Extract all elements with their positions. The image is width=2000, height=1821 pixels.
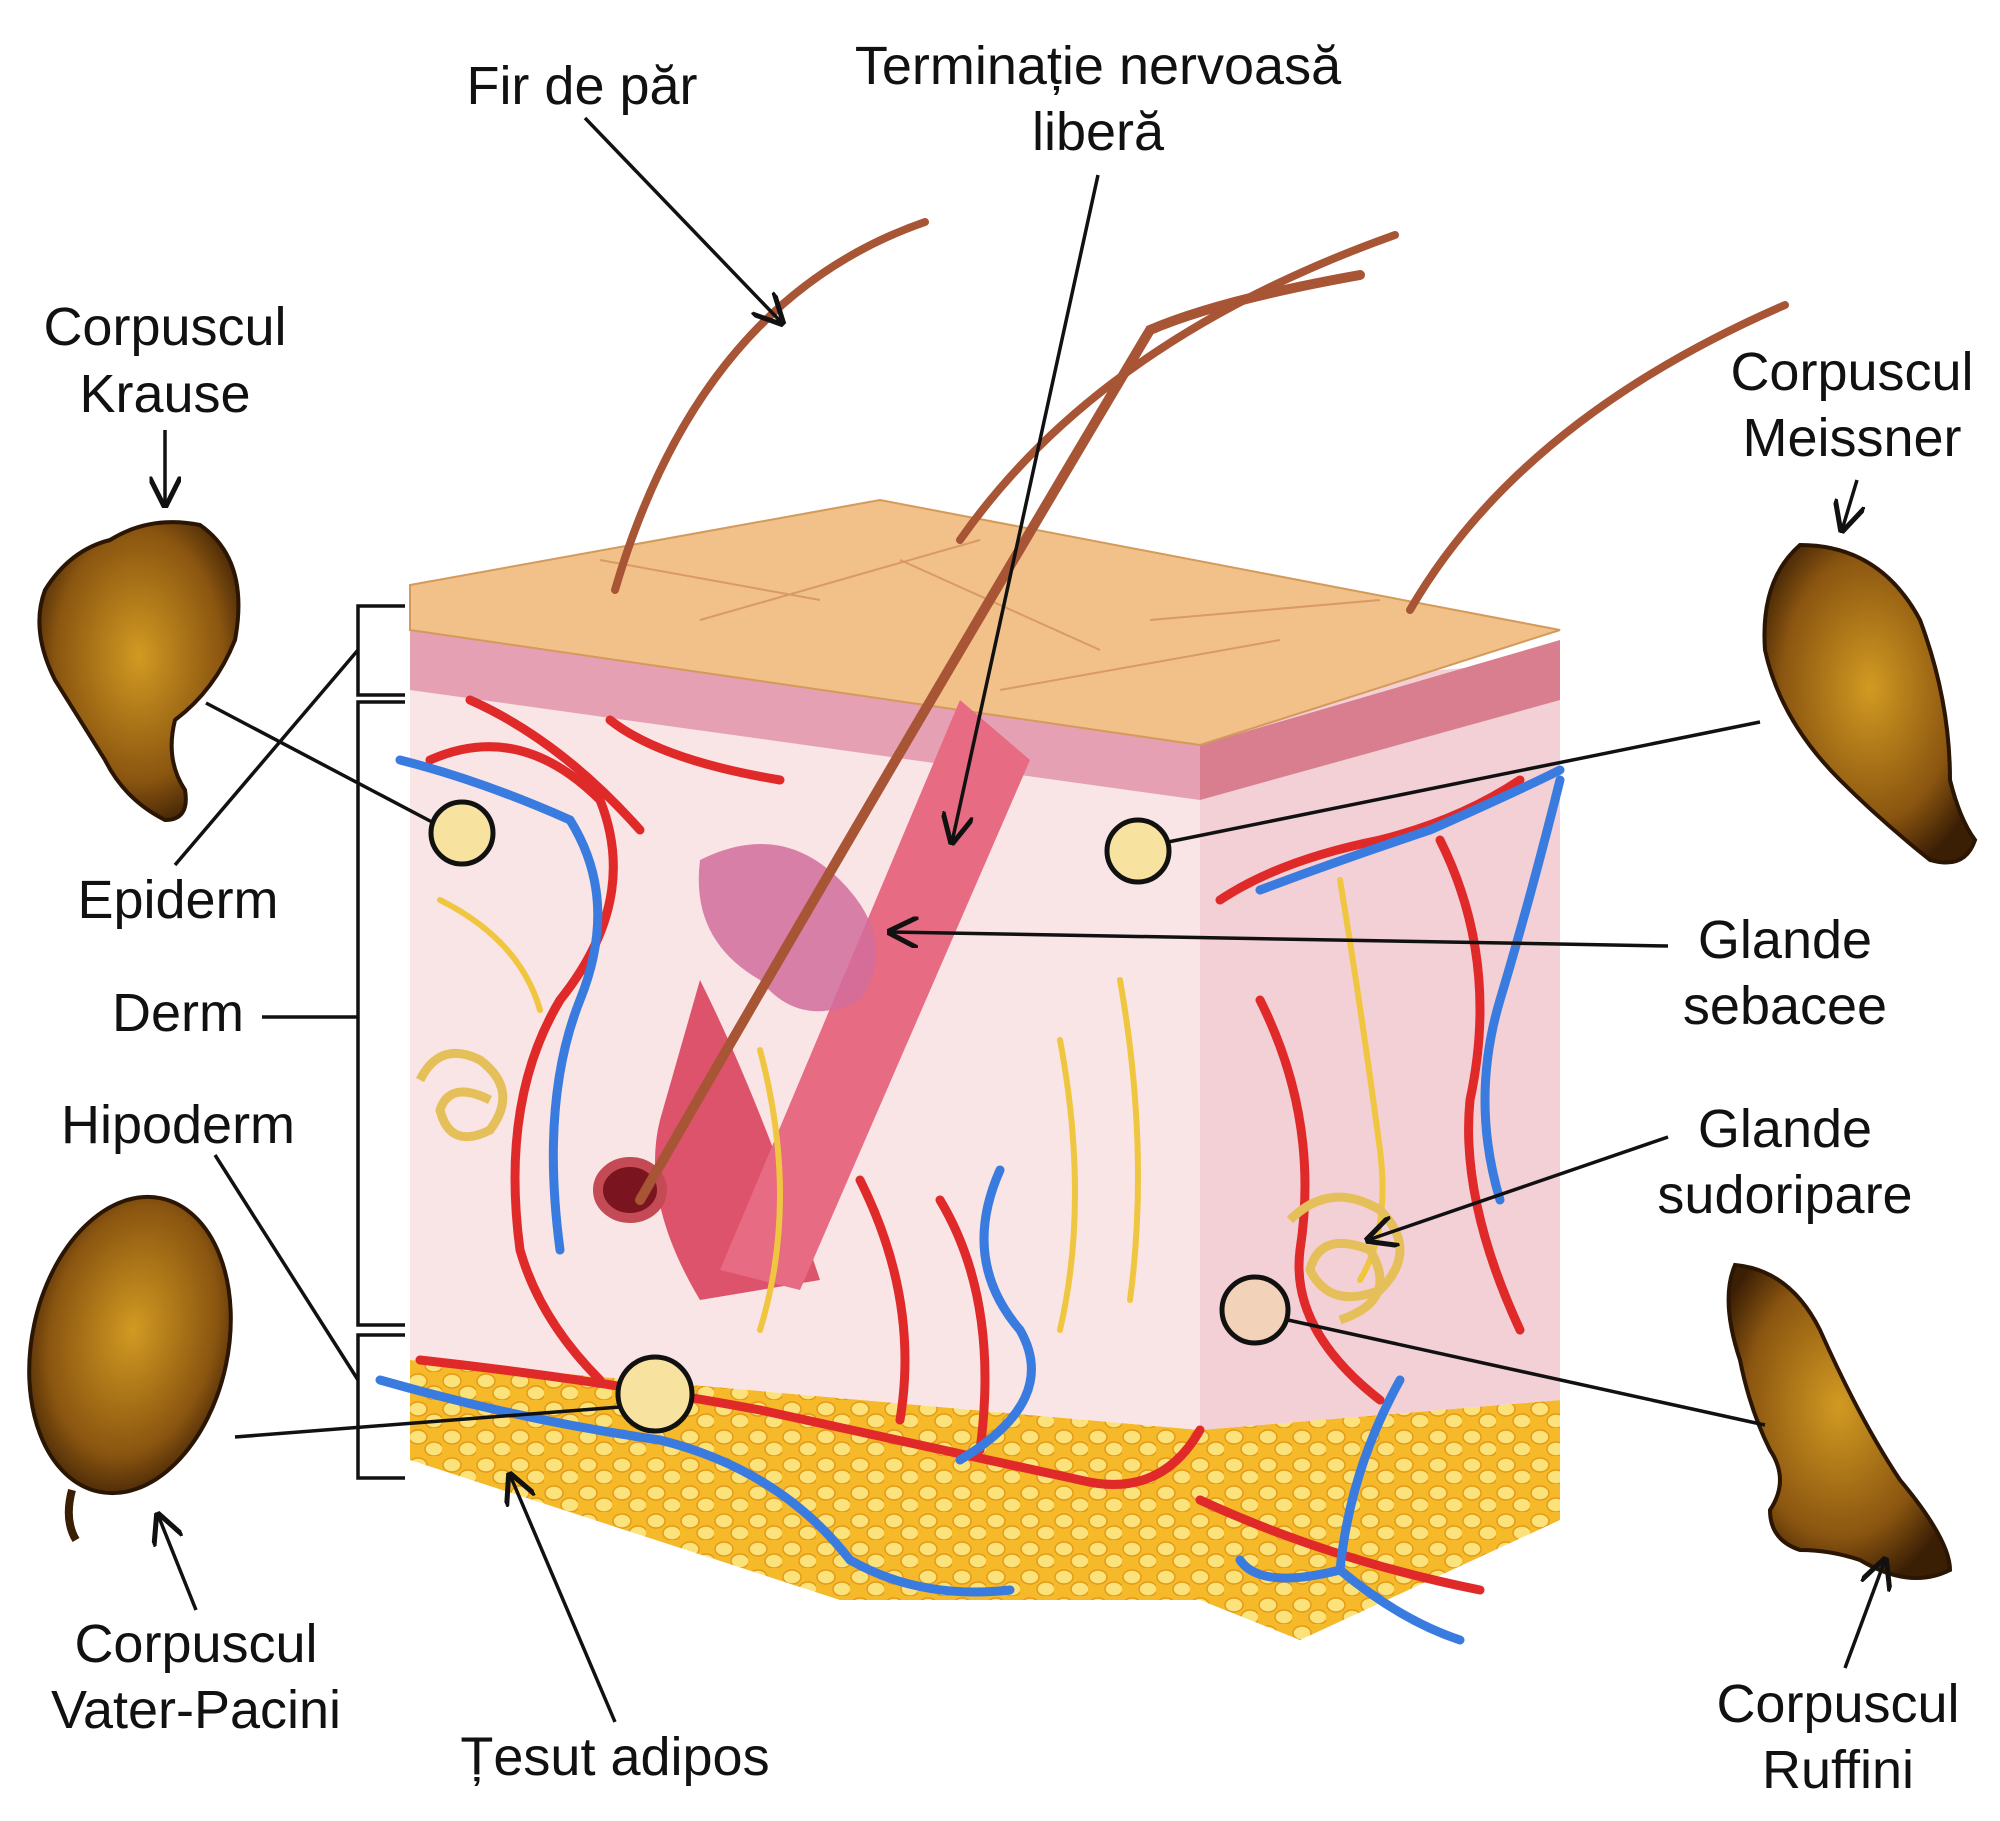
label-hipoderm: Hipoderm (61, 1095, 295, 1155)
line-pacini (234, 1405, 621, 1439)
label-terminatie-line2: liberă (1032, 102, 1165, 162)
skin-block (375, 218, 1789, 1645)
label-fir-de-par: Fir de păr (466, 56, 697, 116)
label-sudoripare-line2: sudoripare (1657, 1165, 1912, 1225)
line-hipoderm (213, 1154, 360, 1381)
pacini-corpuscle-image (27, 1194, 233, 1543)
label-epiderm: Epiderm (77, 870, 278, 930)
line-ruffini (1287, 1318, 1766, 1427)
dermis-side (1200, 660, 1560, 1430)
line-epiderm (173, 648, 360, 867)
label-sebacee-line2: sebacee (1683, 976, 1887, 1036)
meissner-corpuscle-image (1762, 542, 1978, 865)
line-meissner (1167, 720, 1761, 844)
label-ruffini-line1: Corpuscul (1716, 1674, 1959, 1734)
epidermis-side (1200, 640, 1560, 800)
arrow-fir-de-par (583, 116, 782, 323)
arrow-ruffini (1843, 1560, 1885, 1669)
arrow-pacini (158, 1515, 198, 1611)
label-meissner-line1: Corpuscul (1730, 342, 1973, 402)
sweat-gland-left (415, 1048, 508, 1142)
label-terminatie-line1: Terminație nervoasă (855, 36, 1342, 96)
bracket-derm (356, 700, 405, 1327)
label-tesut-adipos: Țesut adipos (460, 1727, 769, 1787)
arrow-meissner (1842, 479, 1857, 530)
hair-2 (956, 231, 1399, 544)
line-krause (205, 701, 433, 824)
label-sudoripare-line1: Glande (1698, 1099, 1872, 1159)
hypodermis-front (410, 1360, 1200, 1600)
label-pacini-line2: Vater-Pacini (51, 1680, 341, 1740)
hair-3 (635, 270, 1365, 1205)
label-derm: Derm (112, 983, 244, 1043)
krause-receptor-circle (428, 799, 496, 867)
arrow-adipos (510, 1475, 617, 1723)
sweat-gland-right (1286, 1192, 1405, 1325)
arrow-terminatie (952, 174, 1100, 842)
label-sebacee-line1: Glande (1698, 910, 1872, 970)
sebaceous-gland (698, 844, 876, 1012)
leader-lines (158, 116, 1885, 1723)
label-krause-line1: Corpuscul (43, 297, 286, 357)
dermis-front (410, 690, 1200, 1430)
label-meissner-line2: Meissner (1742, 408, 1961, 468)
ruffini-receptor-circle (1219, 1274, 1291, 1346)
ruffini-corpuscle-image (1726, 1262, 1953, 1580)
bracket-hipoderm (356, 1333, 405, 1480)
bracket-epiderm (356, 604, 405, 697)
labels: Fir de păr Terminație nervoasă liberă Co… (43, 36, 1973, 1800)
hair-bulb-section (593, 1157, 667, 1223)
pacini-receptor-circle (615, 1354, 695, 1434)
arrow-sebacee (890, 932, 1669, 946)
krause-corpuscle-image (37, 520, 241, 823)
hair-4 (1406, 301, 1789, 614)
skin-surface (409, 498, 1561, 747)
label-pacini-line1: Corpuscul (74, 1614, 317, 1674)
label-krause-line2: Krause (79, 364, 250, 424)
label-ruffini-line2: Ruffini (1762, 1740, 1914, 1800)
veins (375, 755, 1565, 1645)
hair-1 (611, 218, 929, 594)
arrow-sudoripare (1368, 1135, 1669, 1240)
meissner-receptor-circle (1104, 817, 1172, 885)
